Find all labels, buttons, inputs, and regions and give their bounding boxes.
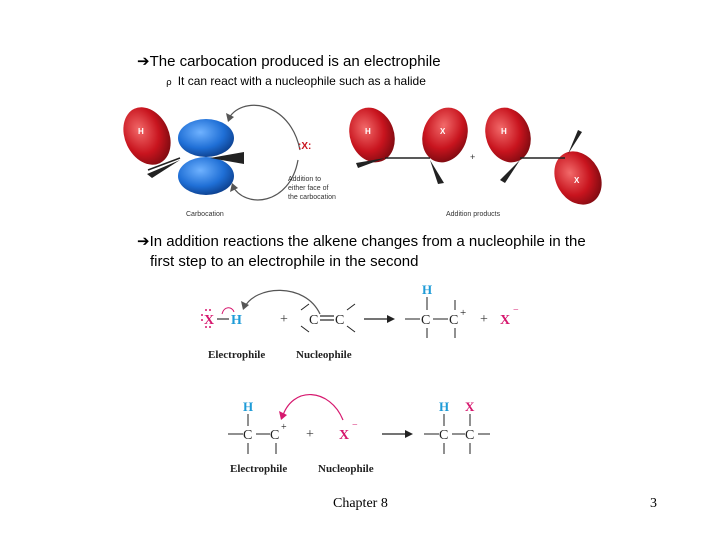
nucleophile-label: Nucleophile [296,349,352,361]
products-label: Addition products [446,211,501,218]
atom-label-h: H [501,127,507,136]
carbon-c: C [335,313,344,328]
bullet-alkene-nucleophile-electrophile: ➔In addition reactions the alkene change… [137,232,677,272]
charge-plus: + [281,422,287,433]
carbon-c: C [309,313,318,328]
carbocation-label: Carbocation [186,211,224,218]
atom-h: H [422,282,432,297]
red-lobe [554,151,602,205]
reaction-arrow [387,315,395,323]
bullet3-line2: first step to an electrophile in the sec… [150,253,419,270]
red-lobe [349,107,395,163]
page-number: 3 [650,496,657,511]
addition-note: either face of [288,185,329,192]
electrophile-label: Electrophile [208,349,265,361]
wedge-bond [147,160,180,178]
reaction-arrow [405,430,413,438]
attack-arrow [231,159,299,201]
carbon-c: C [243,428,252,443]
wedge-bond [500,160,520,183]
atom-label-x: X [440,127,446,136]
plus-sign: + [306,427,314,442]
sub-bullet-nucleophile-halide: ρ It can react with a nucleophile such as… [166,74,426,88]
addition-note: Addition to [288,176,321,183]
plus-sign: + [280,312,288,327]
charge-minus: − [352,420,358,431]
addition-note: the carbocation [288,194,336,201]
curved-arrow [281,394,344,421]
wedge-bond [210,152,244,164]
bullet-carbocation-electrophile: ➔The carbocation produced is an electrop… [137,53,441,70]
red-lobe [485,107,531,163]
red-lobe [123,107,171,165]
carbocation-figure: H :X: Addition to either face of the car… [123,104,602,218]
reaction-scheme-figure: X H + C C Electrophile Nucleophile H C C… [201,282,519,475]
blue-p-lobe-bottom [178,157,234,195]
plus-sign: + [470,152,475,162]
halide-x: X [465,399,475,414]
nucleophile-label: Nucleophile [318,463,374,475]
charge-minus: − [513,305,519,316]
atom-h: H [243,399,253,414]
charge-plus: + [460,307,466,319]
atom-h: H [231,313,242,328]
wedge-bond [430,160,444,184]
wedge-bond [568,130,582,154]
electrophile-label: Electrophile [230,463,287,475]
bullet3-line1: ➔In addition reactions the alkene change… [137,233,586,250]
halide-ion: :X: [298,141,311,152]
carbon-c: C [421,313,430,328]
wedge-bond [356,158,385,168]
halide-x: X [204,313,214,328]
atom-label-x: X [574,176,580,185]
attack-arrow [227,104,301,151]
red-lobe [422,107,468,163]
atom-label-h: H [365,127,371,136]
atom-h: H [439,399,449,414]
atom-label-h: H [138,127,144,136]
halide-x: X [339,428,349,443]
carbon-c: C [270,428,279,443]
footer-chapter: Chapter 8 [333,496,388,511]
halide-x: X [500,313,510,328]
blue-p-lobe-top [178,119,234,157]
plus-sign: + [480,312,488,327]
curved-arrow [243,289,321,315]
carbon-c: C [465,428,474,443]
sub-bullet-marker: ρ [166,78,172,88]
carbon-c: C [449,313,458,328]
sub-bullet-text: It can react with a nucleophile such as … [177,74,426,88]
carbon-c: C [439,428,448,443]
